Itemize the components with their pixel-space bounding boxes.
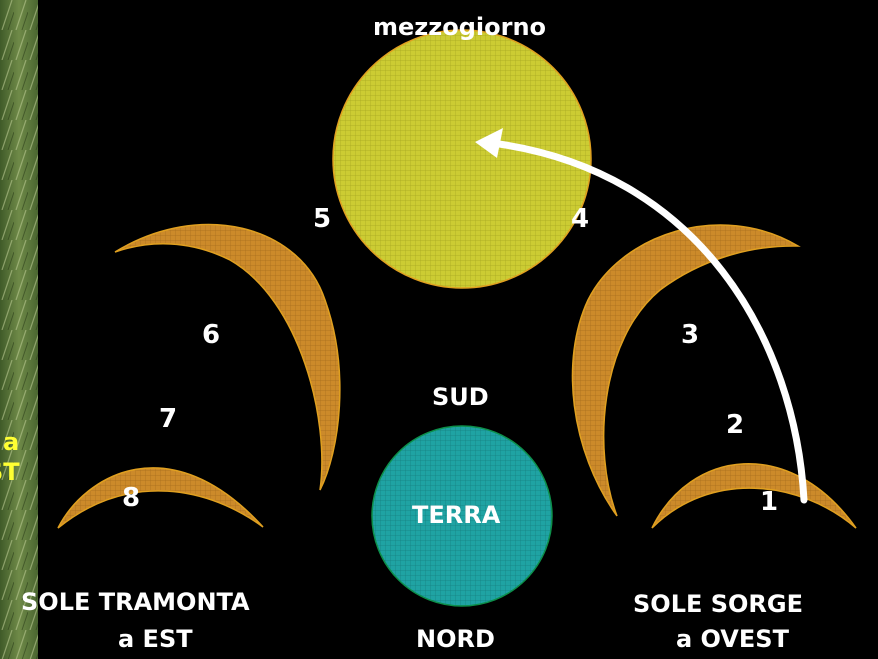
- position-label-5: 5: [313, 204, 332, 234]
- position-label-1: 1: [760, 487, 779, 517]
- crescent-left-small: [57, 467, 264, 529]
- crescent-left-large: [114, 223, 341, 491]
- position-label-8: 8: [122, 483, 141, 513]
- title-mezzogiorno: mezzogiorno: [373, 13, 547, 41]
- cut-text-line2: ST: [0, 458, 20, 486]
- cut-text-line1: a: [3, 428, 20, 456]
- sun-noon: [332, 29, 592, 289]
- position-label-6: 6: [202, 320, 221, 350]
- caption-left-line2: a EST: [118, 625, 193, 653]
- label-terra: TERRA: [412, 501, 501, 529]
- position-label-7: 7: [159, 404, 178, 434]
- caption-right-line1: SOLE SORGE: [633, 590, 803, 618]
- arrow-head-icon: [475, 128, 503, 158]
- label-sud: SUD: [432, 383, 489, 411]
- sun-path-arrow: [488, 139, 808, 504]
- crescent-right-large: [571, 224, 801, 517]
- crescent-right-small: [651, 463, 857, 529]
- label-nord: NORD: [416, 625, 495, 653]
- position-label-2: 2: [726, 410, 745, 440]
- sidebar-texture: [0, 0, 38, 659]
- caption-right-line2: a OVEST: [676, 625, 789, 653]
- earth-circle: [371, 425, 553, 607]
- position-label-4: 4: [571, 204, 590, 234]
- position-label-3: 3: [681, 320, 700, 350]
- caption-left-line1: SOLE TRAMONTA: [21, 588, 250, 616]
